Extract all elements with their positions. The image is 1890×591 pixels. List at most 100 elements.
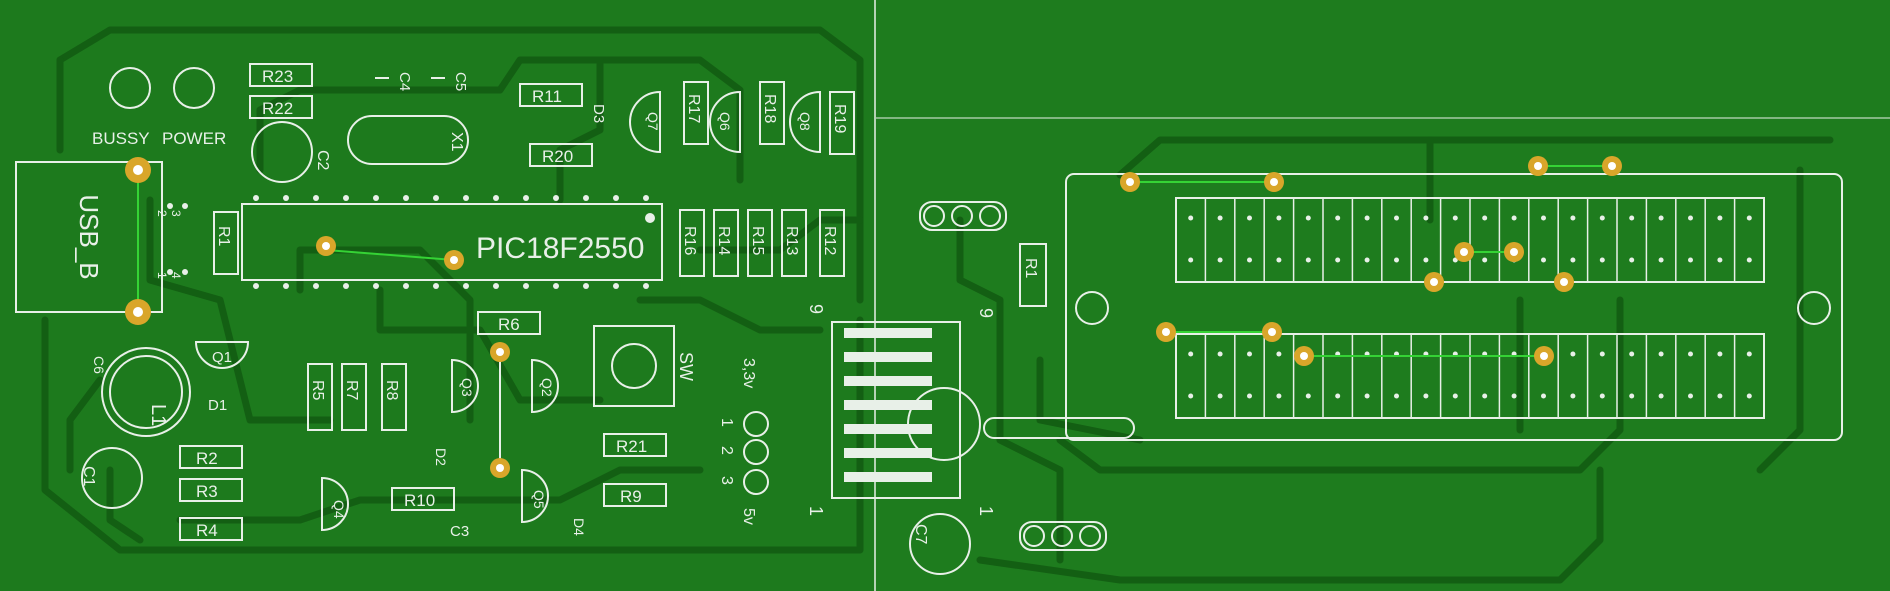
q1-label: Q1	[212, 349, 232, 366]
usb-pin4-label: 4	[169, 272, 183, 279]
zif-contact-pad	[1423, 393, 1429, 399]
mcu-jumper-link	[325, 249, 455, 261]
zif-contact-pad	[1217, 215, 1223, 221]
resistor-r9	[603, 483, 667, 507]
resistor-r11	[519, 83, 583, 107]
zif-contact-pad	[1629, 393, 1635, 399]
zif-contact-pad	[1188, 351, 1194, 357]
zif-contact-pad	[1541, 393, 1546, 399]
inductor-l1-core	[109, 355, 183, 429]
gold-jumper-pad-hole	[1270, 178, 1278, 186]
zif-contact-pad	[1658, 257, 1664, 263]
gold-jumper-pad-hole	[1460, 248, 1468, 256]
mcu-label: PIC18F2550	[476, 232, 644, 265]
header-9-left-label: 9	[806, 304, 826, 314]
usb-b-outline	[15, 161, 163, 313]
zif-contact-pad	[1305, 215, 1311, 221]
selector-pad	[743, 469, 769, 495]
transistor-q2	[531, 358, 559, 414]
x1-label: X1	[448, 132, 465, 152]
r21-label: R21	[616, 437, 647, 456]
cable-relief-circle	[907, 387, 981, 461]
zif-contact-pad	[1335, 393, 1341, 399]
r4-label: R4	[196, 521, 218, 540]
q8-label: Q8	[797, 112, 813, 131]
zif-contact-pad	[1658, 215, 1664, 221]
usb-mount-hole	[133, 307, 143, 317]
zif-contact-pad	[1570, 351, 1576, 357]
c7-label: C7	[912, 524, 929, 545]
c5-label: C5	[452, 72, 469, 91]
gold-jumper-pad-hole	[1126, 178, 1134, 186]
resistor-r22	[249, 95, 313, 119]
zif-contact-pad	[1247, 393, 1252, 399]
capacitor-c7-outline	[909, 513, 971, 575]
sel-pin2-label: 2	[718, 446, 735, 455]
led-bussy-label: BUSSY	[92, 129, 150, 148]
r22-label: R22	[262, 99, 293, 118]
zif-contact-pad	[1570, 393, 1576, 399]
q7-label: Q7	[645, 112, 661, 131]
usb-mount-hole	[133, 165, 143, 175]
header-3pin-top	[919, 201, 1007, 231]
zif-contact-pad	[1247, 351, 1252, 357]
resistor-r18	[759, 81, 785, 145]
resistor-r20	[529, 143, 593, 167]
r6-label: R6	[498, 315, 520, 334]
gold-jumper-pad-hole	[1430, 278, 1438, 286]
zif-contact-pad	[1276, 351, 1282, 357]
header-1-left-label: 1	[806, 506, 826, 516]
gold-jumper-pad-hole	[1300, 352, 1308, 360]
r18-label: R18	[761, 94, 778, 123]
gold-jumper-pad-hole	[1162, 328, 1170, 336]
zif-contact-pad	[1188, 393, 1194, 399]
r7-label: R7	[343, 380, 360, 401]
r12-label: R12	[821, 226, 838, 255]
d2-label: D2	[433, 448, 449, 466]
jumper-pad-hole	[496, 464, 504, 472]
r1-right-label: R1	[1022, 258, 1039, 279]
zif-contact-pad	[1247, 215, 1252, 221]
zif-contact-pad	[1688, 351, 1693, 357]
zif-contact-pad	[1599, 215, 1605, 221]
d1-label: D1	[208, 397, 227, 414]
header-pad	[979, 205, 1001, 227]
zif-contact-pad	[1394, 215, 1399, 221]
zif-contact-pad	[1482, 257, 1488, 263]
zif-contact-pad	[1629, 215, 1635, 221]
sel-pin1-label: 1	[718, 418, 735, 427]
q2-label: Q2	[539, 378, 555, 397]
resistor-r19	[829, 91, 855, 155]
zif-contact-pad	[1217, 393, 1223, 399]
transistor-q3	[451, 358, 479, 414]
switch-sw-button	[611, 343, 657, 389]
transistor-q7	[629, 90, 661, 154]
r9-label: R9	[620, 487, 642, 506]
zif-contact-pad	[1599, 351, 1605, 357]
selector-pad	[743, 411, 769, 437]
led-power-outline	[173, 67, 215, 109]
q6-label: Q6	[717, 112, 733, 131]
r1-left-label: R1	[215, 226, 232, 247]
usb-pin3-label: 3	[169, 210, 183, 217]
zif-contact-pad	[1394, 257, 1399, 263]
resistor-r5	[307, 363, 333, 431]
zif-contact-pad	[1364, 393, 1370, 399]
zif-contact-pad	[1482, 393, 1488, 399]
zif-contact-pad	[1394, 393, 1399, 399]
zif-contact-pad	[1688, 257, 1693, 263]
gold-jumper-pad-hole	[1540, 352, 1548, 360]
resistor-r1-right	[1019, 243, 1047, 307]
resistor-r7	[341, 363, 367, 431]
header-9pin-outline	[831, 321, 961, 499]
zif-contact-pad	[1276, 257, 1282, 263]
zif-contact-pad	[1717, 351, 1723, 357]
resistor-r13	[781, 209, 807, 277]
c4-label: C4	[396, 72, 413, 91]
resistor-r14	[713, 209, 739, 277]
zif-contact-pad	[1276, 215, 1282, 221]
header-1-right-label: 1	[976, 506, 996, 516]
zif-contact-pad	[1452, 215, 1458, 221]
sw-label: SW	[676, 352, 696, 381]
